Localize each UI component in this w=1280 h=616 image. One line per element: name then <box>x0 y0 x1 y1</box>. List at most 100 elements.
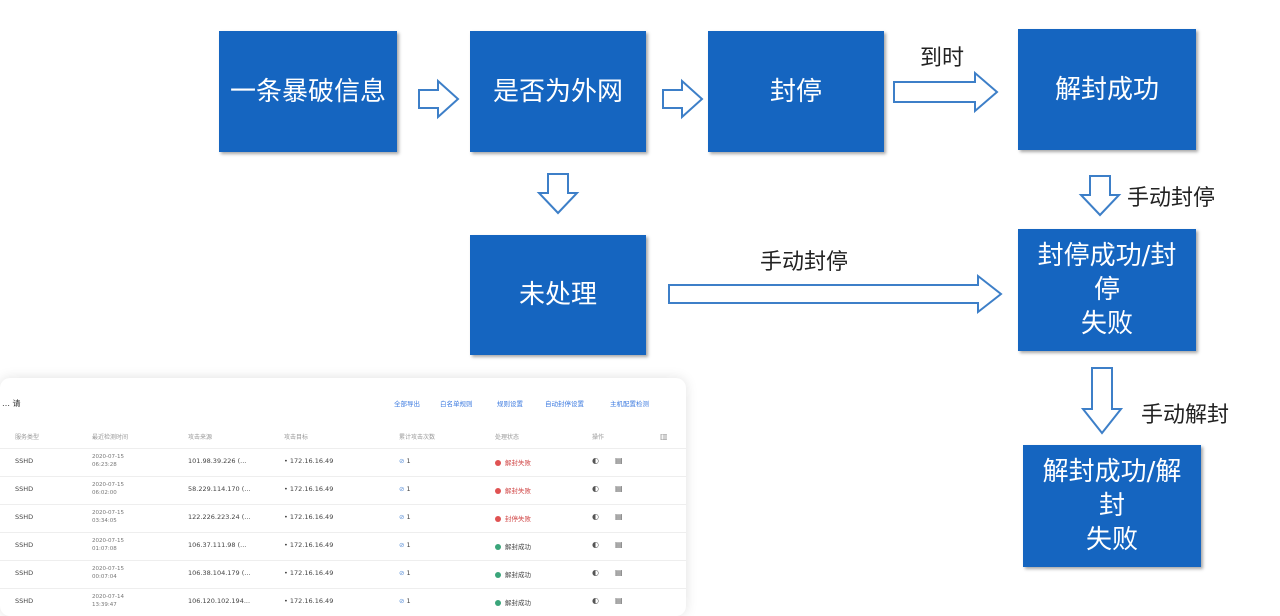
time-text: 06:02:00 <box>92 490 117 496</box>
brute-force-table-panel: … 请 全部导出 白名单规则 规则设置 自动封停设置 主机配置检测 服务类型 最… <box>0 378 686 616</box>
rule-settings-button[interactable]: 规则设置 <box>497 400 523 408</box>
detail-icon[interactable]: ◐ <box>592 596 599 605</box>
header-count: 累计攻击次数 <box>399 434 436 441</box>
count-text: 1 <box>406 569 411 577</box>
document-icon[interactable]: ▤ <box>615 484 623 493</box>
document-icon[interactable]: ▤ <box>615 540 623 549</box>
status-dot-icon <box>495 488 501 494</box>
target-dot-icon: • <box>284 597 290 605</box>
arrow-down-manual-ban <box>1078 175 1122 217</box>
source-cell[interactable]: 106.38.104.179 (... <box>188 569 251 577</box>
header-actions: 操作 <box>592 434 605 441</box>
box-unban-result-line2: 失败 <box>1085 525 1138 555</box>
service-cell: SSHD <box>15 541 34 549</box>
header-target: 攻击目标 <box>284 434 309 441</box>
arrow-down-manual-unban <box>1080 367 1124 435</box>
target-cell: • 172.16.16.49 <box>284 597 333 605</box>
target-text: 172.16.16.49 <box>289 513 334 521</box>
count-text: 1 <box>406 485 411 493</box>
status-text: 解封失败 <box>505 487 531 495</box>
document-icon[interactable]: ▤ <box>615 596 623 605</box>
arrow-right-1 <box>418 78 460 120</box>
target-dot-icon: • <box>284 569 290 577</box>
count-text: 1 <box>406 597 411 605</box>
box-unban-success: 解封成功 <box>1018 29 1196 150</box>
time-text: 13:39:47 <box>92 602 117 608</box>
source-cell[interactable]: 58.229.114.170 (... <box>188 485 251 493</box>
count-cell: ⊘ 1 <box>399 541 411 549</box>
box-ban: 封停 <box>708 31 884 152</box>
status-cell: 解封失败 <box>495 485 531 495</box>
detail-icon[interactable]: ◐ <box>592 456 599 465</box>
detail-icon[interactable]: ◐ <box>592 568 599 577</box>
detail-icon[interactable]: ◐ <box>592 512 599 521</box>
service-cell: SSHD <box>15 569 34 577</box>
label-manual-unban: 手动解封 <box>1141 403 1230 428</box>
arrow-right-manual-ban <box>668 273 1003 315</box>
target-text: 172.16.16.49 <box>289 569 334 577</box>
status-text: 解封成功 <box>505 571 531 579</box>
export-all-button[interactable]: 全部导出 <box>394 400 420 408</box>
count-cell: ⊘ 1 <box>399 513 411 521</box>
status-dot-icon <box>495 516 501 522</box>
label-manual-ban-right: 手动封停 <box>1127 186 1216 211</box>
target-text: 172.16.16.49 <box>289 597 334 605</box>
status-text: 解封成功 <box>505 599 531 607</box>
status-text: 解封失败 <box>505 459 531 467</box>
detail-icon[interactable]: ◐ <box>592 540 599 549</box>
label-manual-ban-mid: 手动封停 <box>760 250 849 275</box>
target-dot-icon: • <box>284 541 290 549</box>
time-text: 03:34:05 <box>92 518 117 524</box>
count-icon: ⊘ <box>399 541 407 549</box>
count-cell: ⊘ 1 <box>399 597 411 605</box>
source-cell[interactable]: 122.226.223.24 (... <box>188 513 251 521</box>
count-text: 1 <box>406 513 411 521</box>
count-icon: ⊘ <box>399 597 407 605</box>
auto-ban-settings-button[interactable]: 自动封停设置 <box>545 400 584 408</box>
document-icon[interactable]: ▤ <box>615 512 623 521</box>
status-cell: 解封成功 <box>495 597 531 607</box>
column-settings-icon[interactable]: ▥ <box>660 432 668 441</box>
panel-title: … 请 <box>2 399 21 408</box>
box-is-external: 是否为外网 <box>470 31 646 152</box>
service-cell: SSHD <box>15 457 34 465</box>
label-timeout: 到时 <box>920 46 965 71</box>
document-icon[interactable]: ▤ <box>615 568 623 577</box>
status-text: 解封成功 <box>505 543 531 551</box>
count-cell: ⊘ 1 <box>399 457 411 465</box>
source-cell[interactable]: 106.120.102.194... <box>188 597 251 605</box>
arrow-right-timeout <box>893 70 999 114</box>
count-cell: ⊘ 1 <box>399 569 411 577</box>
target-cell: • 172.16.16.49 <box>284 513 333 521</box>
host-config-check-button[interactable]: 主机配置检测 <box>610 400 649 408</box>
document-icon[interactable]: ▤ <box>615 456 623 465</box>
target-cell: • 172.16.16.49 <box>284 569 333 577</box>
box-unhandled: 未处理 <box>470 235 646 355</box>
date-text: 2020-07-15 <box>92 566 124 572</box>
target-text: 172.16.16.49 <box>289 485 334 493</box>
detail-icon[interactable]: ◐ <box>592 484 599 493</box>
source-cell[interactable]: 101.98.39.226 (... <box>188 457 247 465</box>
header-last-time: 最近检测时间 <box>92 434 129 441</box>
status-text: 封停失败 <box>505 515 531 523</box>
status-cell: 封停失败 <box>495 513 531 523</box>
status-dot-icon <box>495 600 501 606</box>
target-dot-icon: • <box>284 485 290 493</box>
target-dot-icon: • <box>284 513 290 521</box>
target-cell: • 172.16.16.49 <box>284 541 333 549</box>
count-text: 1 <box>406 457 411 465</box>
date-text: 2020-07-15 <box>92 454 124 460</box>
source-cell[interactable]: 106.37.111.98 (... <box>188 541 247 549</box>
whitelist-rules-button[interactable]: 白名单规则 <box>440 400 473 408</box>
header-status: 处理状态 <box>495 434 520 441</box>
service-cell: SSHD <box>15 485 34 493</box>
header-source: 攻击来源 <box>188 434 213 441</box>
count-cell: ⊘ 1 <box>399 485 411 493</box>
